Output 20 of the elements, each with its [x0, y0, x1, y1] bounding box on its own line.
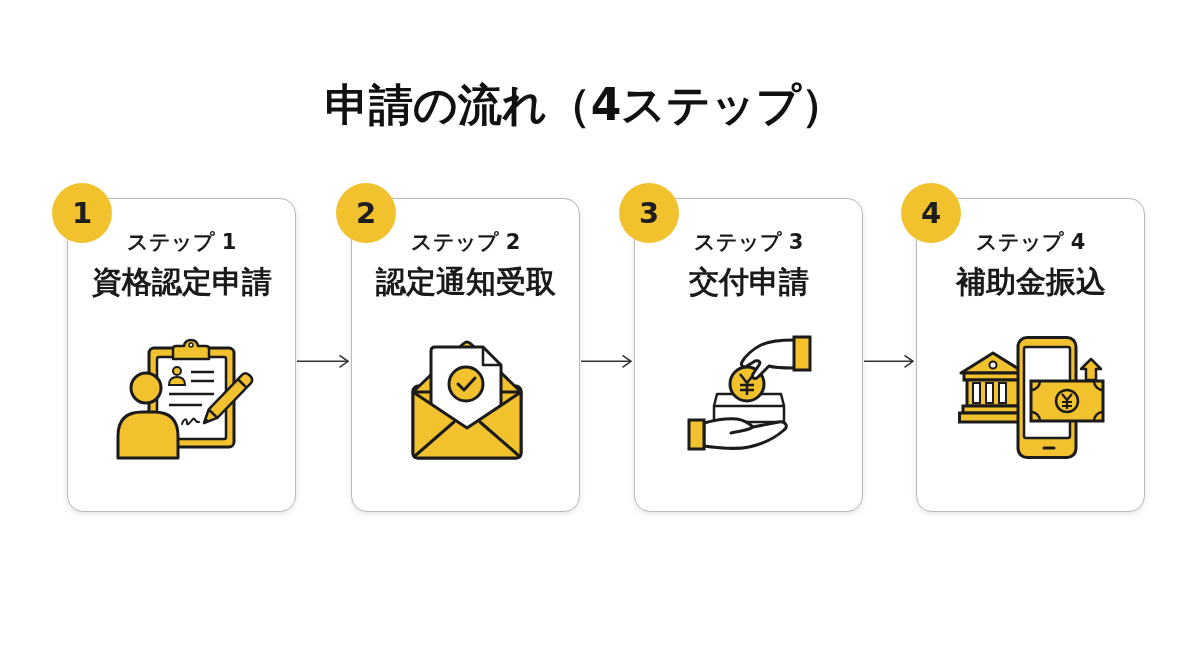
step-title: 資格認定申請: [91, 264, 272, 300]
step-card: [916, 198, 1145, 512]
step-title: 交付申請: [688, 264, 809, 300]
number-badge: 3: [619, 183, 679, 243]
step-label: ステップ 2: [410, 229, 521, 255]
step-label: ステップ 1: [126, 229, 237, 255]
step-label: ステップ 3: [693, 229, 804, 255]
arrow: [296, 354, 349, 369]
step-title: 補助金振込: [955, 264, 1106, 300]
step-card: [351, 198, 580, 512]
arrow: [580, 354, 632, 369]
step-label: ステップ 4: [975, 229, 1086, 255]
step-card: [634, 198, 863, 512]
number-badge: 1: [52, 183, 112, 243]
arrow: [863, 354, 914, 369]
number-badge: 2: [336, 183, 396, 243]
step-title: 認定通知受取: [375, 264, 556, 300]
diagram-title: 申請の流れ（4ステップ）: [324, 78, 846, 131]
step-card: [67, 198, 296, 512]
number-badge: 4: [901, 183, 961, 243]
